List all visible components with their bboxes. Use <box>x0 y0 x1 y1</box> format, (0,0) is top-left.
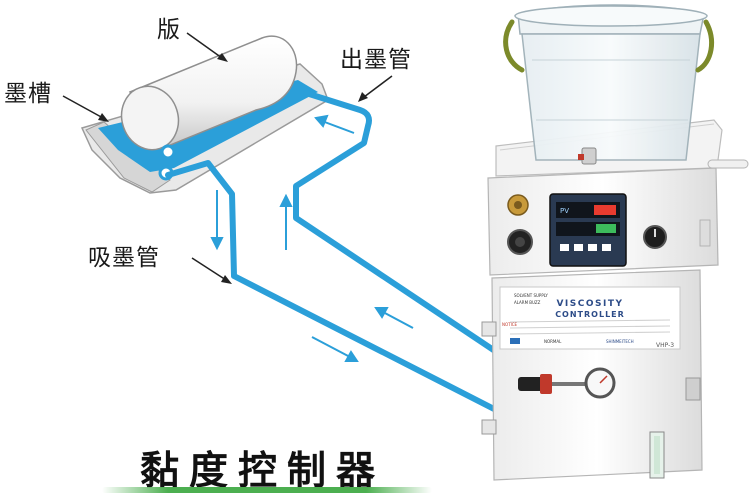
brand-line1: VISCOSITY <box>556 299 623 309</box>
page-title: 黏度控制器 <box>140 449 386 494</box>
label-ink-out-pipe: 出墨管 <box>340 47 412 73</box>
pressure-gauge-assembly <box>518 367 616 399</box>
normal-label: NORMAL <box>544 339 562 344</box>
flow-arrow-up <box>279 193 293 250</box>
leader-ink-tank <box>62 95 104 119</box>
leader-plate <box>186 32 223 59</box>
right-side-tube <box>707 159 749 169</box>
ink-tray-assembly <box>80 35 329 194</box>
ink-out-pipe <box>293 90 498 354</box>
model-label: VHP-3 <box>656 342 674 349</box>
label-plate: 版 <box>157 17 181 43</box>
flow-arrow-left <box>374 307 414 329</box>
leader-lines <box>62 32 393 284</box>
flow-arrow-right <box>311 336 359 362</box>
plate-roller <box>120 35 298 151</box>
leader-ink-suction <box>191 257 227 281</box>
pv-label: PV <box>560 207 569 215</box>
pv-display-panel <box>549 193 627 267</box>
flow-arrow-down <box>210 190 224 251</box>
flow-arrows <box>210 114 414 362</box>
label-ink-tank: 墨槽 <box>4 81 52 107</box>
alarm-buzz-label: ALARM BUZZ <box>514 300 541 305</box>
ink-suction-pipe <box>165 160 499 413</box>
front-label-panel <box>499 286 681 350</box>
ink-tray-front-rim <box>85 121 171 193</box>
pipe-port-lower <box>481 419 497 435</box>
bucket-valve <box>581 147 597 165</box>
bucket-handle <box>503 19 525 73</box>
notice-label: NOTICE <box>502 322 518 327</box>
side-port <box>685 377 701 401</box>
brand-line2: CONTROLLER <box>555 310 625 319</box>
pipe-port-upper <box>481 321 497 337</box>
flow-arrow-return-in <box>314 114 355 134</box>
leader-ink-out <box>363 75 393 98</box>
solvent-bucket <box>503 4 715 165</box>
maker-label: SHINMEITECH <box>606 339 634 344</box>
pipes <box>165 90 499 413</box>
viscosity-controller: PV VISCOSITY CONTROLLER SOLVENT SUPPLY A… <box>481 4 749 481</box>
label-ink-suction-pipe: 吸墨管 <box>88 245 160 271</box>
outlet-fitting <box>160 144 176 160</box>
solvent-supply-label: SOLVENT SUPPLY <box>514 293 548 298</box>
side-label-upper <box>699 219 711 247</box>
title-underline <box>102 487 432 493</box>
